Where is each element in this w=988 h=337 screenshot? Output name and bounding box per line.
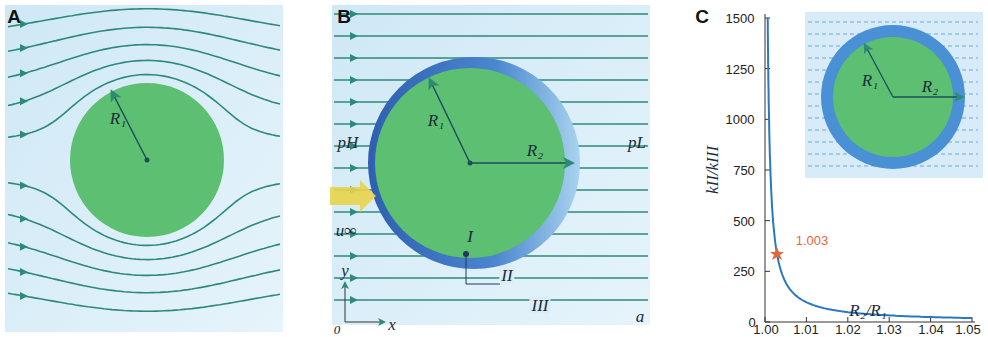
flow-arrowhead bbox=[350, 98, 358, 106]
tick-label: 1.003 bbox=[796, 234, 829, 247]
radius-arrow bbox=[470, 162, 572, 164]
flow-arrowhead bbox=[20, 243, 28, 251]
flow-arrowhead bbox=[20, 69, 28, 77]
symbol-label: R₁ bbox=[428, 112, 444, 129]
streamline bbox=[334, 299, 648, 301]
symbol-label: x bbox=[388, 316, 396, 333]
flow-arrowhead bbox=[20, 182, 28, 190]
symbol-label: R₂ bbox=[922, 78, 938, 95]
flow-line bbox=[808, 22, 978, 23]
symbol-label: pH bbox=[338, 134, 359, 151]
symbol-label: II bbox=[499, 267, 514, 284]
radius-arrow bbox=[893, 96, 962, 97]
symbol-label: R₂ bbox=[527, 142, 543, 159]
flow-arrowhead bbox=[20, 20, 28, 28]
tick-label: 1500 bbox=[726, 12, 755, 25]
flow-arrowhead bbox=[350, 208, 358, 216]
flow-arrowhead bbox=[350, 76, 358, 84]
symbol-label: a bbox=[636, 308, 645, 325]
streamline bbox=[334, 35, 648, 37]
tick-label: 1.02 bbox=[835, 322, 860, 335]
porous-shell bbox=[368, 57, 580, 269]
symbol-label: R₁ bbox=[862, 72, 878, 89]
flow-arrowhead bbox=[20, 215, 28, 223]
marked-point bbox=[770, 247, 784, 260]
panel-letter: A bbox=[7, 7, 21, 26]
flow-arrowhead bbox=[350, 296, 358, 304]
inset-background bbox=[805, 12, 983, 178]
flow-arrowhead bbox=[20, 97, 28, 105]
flow-arrowhead bbox=[350, 274, 358, 282]
streamline bbox=[8, 293, 280, 311]
streamline bbox=[334, 13, 648, 15]
axis-ticks bbox=[765, 18, 972, 322]
streamline bbox=[8, 269, 280, 293]
tick-label: 1.05 bbox=[955, 322, 980, 335]
symbol-label: I bbox=[467, 228, 473, 245]
region-marker bbox=[463, 251, 469, 257]
flow-arrowhead bbox=[350, 32, 358, 40]
flow-arrowhead bbox=[350, 164, 358, 172]
cylinder bbox=[70, 83, 224, 237]
background-b bbox=[332, 5, 650, 325]
chart-y-axis bbox=[765, 14, 766, 322]
tick-label: 1.01 bbox=[793, 322, 818, 335]
symbol-label: III bbox=[530, 297, 551, 314]
tick-label: 1.00 bbox=[753, 322, 778, 335]
tick-label: 1.03 bbox=[876, 322, 901, 335]
flow-arrowhead bbox=[350, 120, 358, 128]
inset-flow bbox=[808, 22, 978, 166]
flow-arrowhead bbox=[350, 252, 358, 260]
panel-letter: B bbox=[337, 7, 351, 26]
flow-arrowhead bbox=[20, 130, 28, 138]
tick bbox=[765, 169, 770, 170]
ratio-curve bbox=[768, 18, 972, 318]
streamline bbox=[8, 45, 280, 78]
flow-arrowhead bbox=[20, 292, 28, 300]
tick-label: 1.04 bbox=[918, 322, 943, 335]
tick-label: 1250 bbox=[726, 63, 755, 76]
leader-line bbox=[466, 257, 500, 284]
flow-arrowhead bbox=[20, 268, 28, 276]
x-axis bbox=[345, 322, 384, 323]
flow-arrowhead bbox=[350, 10, 358, 18]
symbol-label: R₁ bbox=[110, 110, 126, 127]
tick-label: 1000 bbox=[726, 113, 755, 126]
tick-label: 750 bbox=[733, 164, 755, 177]
flow-arrowhead bbox=[350, 54, 358, 62]
panel-letter: C bbox=[695, 7, 709, 26]
tick bbox=[765, 271, 770, 272]
streamline bbox=[334, 277, 648, 279]
symbol-label: u∞ bbox=[336, 222, 357, 239]
streamlines-b bbox=[334, 10, 648, 304]
y-axis bbox=[345, 283, 346, 322]
symbol-label: 0 bbox=[334, 322, 341, 335]
symbol-label: R₂/R₁ bbox=[849, 302, 886, 319]
streamlines-a bbox=[8, 9, 280, 311]
streamline bbox=[8, 9, 280, 27]
center-dot bbox=[468, 161, 473, 166]
inset-shell bbox=[821, 25, 965, 169]
streamline bbox=[8, 243, 280, 276]
symbol-label: pL bbox=[628, 134, 646, 151]
symbol-label: kII/kIII bbox=[704, 146, 721, 194]
center-dot bbox=[145, 158, 150, 163]
tick-label: 500 bbox=[733, 215, 755, 228]
symbol-label: y bbox=[341, 262, 349, 279]
inflow-arrow bbox=[330, 180, 376, 212]
background-a bbox=[5, 5, 283, 332]
tick bbox=[765, 220, 770, 221]
flow-arrowhead bbox=[20, 44, 28, 52]
streamline bbox=[8, 27, 280, 51]
tick-label: 250 bbox=[733, 265, 755, 278]
